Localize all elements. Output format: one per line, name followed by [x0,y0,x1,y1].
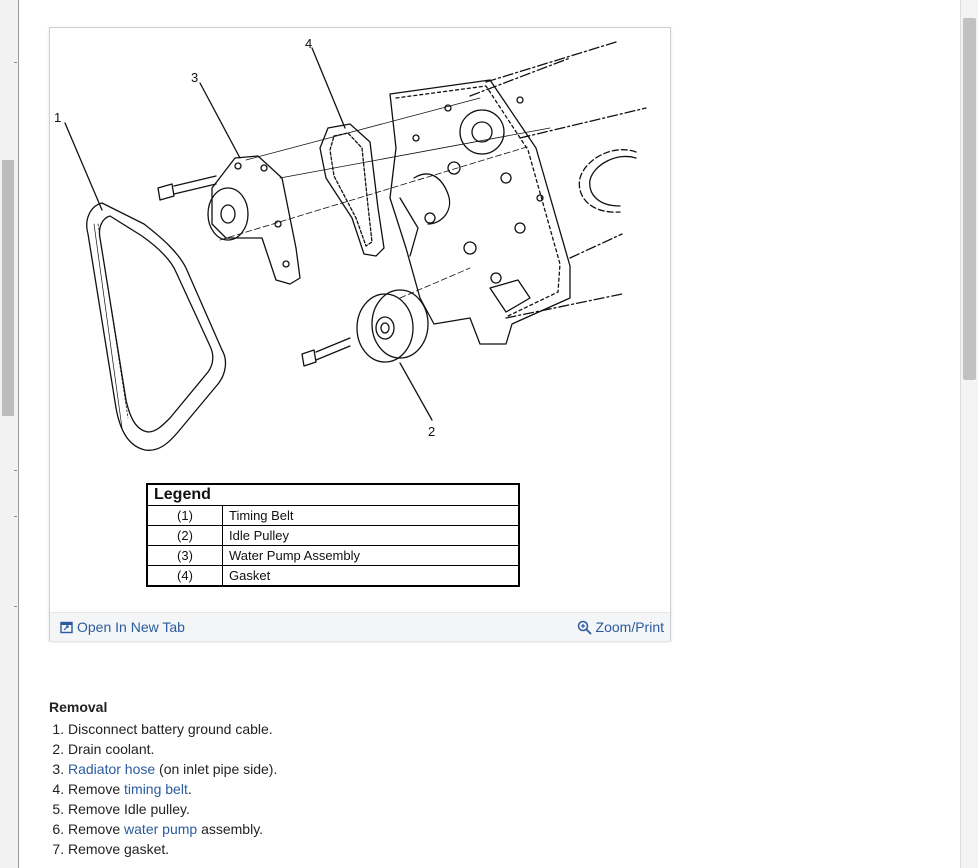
legend-row-number: (1) [146,505,223,526]
step-text: Remove [68,821,125,837]
legend-row-number: (3) [146,545,223,566]
removal-heading: Removal [49,699,108,715]
page-scrollbar[interactable] [960,0,978,868]
removal-step: Radiator hose (on inlet pipe side). [68,759,649,779]
step-text: assembly. [197,821,264,837]
legend-row-number: (2) [146,525,223,546]
legend-row: (1) Timing Belt [146,505,520,526]
legend-row: (4) Gasket [146,565,520,587]
legend-row-label: Gasket [222,565,520,587]
step-text: Remove [68,781,125,797]
legend-row-label: Timing Belt [222,505,520,526]
water-pump-link[interactable]: water pump [124,821,198,837]
legend-table: Legend (1) Timing Belt (2) Idle Pulley (… [146,483,520,587]
step-text: Remove Idle pulley. [68,801,190,817]
callout-label-3: 3 [191,70,198,85]
figure-toolbar: Open In New Tab Zoom/Print [50,612,670,641]
callout-label-2: 2 [428,424,435,439]
step-text: (on inlet pipe side). [155,761,278,777]
step-text: Disconnect battery ground cable. [68,721,273,737]
left-edge-tick [14,516,17,517]
legend-row: (3) Water Pump Assembly [146,545,520,566]
zoom-print-button[interactable]: Zoom/Print [577,613,664,641]
zoom-icon [577,620,591,634]
page-scrollbar-thumb[interactable] [963,18,976,380]
legend-row-label: Water Pump Assembly [222,545,520,566]
legend-row: (2) Idle Pulley [146,525,520,546]
left-panel-edge [0,0,19,868]
open-in-new-tab-button[interactable]: Open In New Tab [60,613,185,641]
step-text: . [187,781,192,797]
open-new-tab-icon [60,621,73,633]
legend-title: Legend [147,484,519,506]
legend-header-row: Legend [147,484,519,506]
timing-belt-diagram: 1 2 3 4 [54,36,647,451]
zoom-print-label: Zoom/Print [595,619,664,635]
left-edge-tick [14,62,17,63]
legend-row-label: Idle Pulley [222,525,520,546]
removal-step: Remove gasket. [68,839,649,859]
left-scroll-thumb[interactable] [2,160,14,416]
removal-step: Drain coolant. [68,739,649,759]
timing-belt-link[interactable]: timing belt [124,781,188,797]
step-text: Drain coolant. [68,741,155,757]
left-edge-tick [14,606,17,607]
left-edge-tick [14,470,17,471]
removal-step: Remove water pump assembly. [68,819,649,839]
figure-card: 1 2 3 4 Legend (1) Timing Belt (2) Idle … [49,27,671,641]
radiator-hose-link[interactable]: Radiator hose [68,761,156,777]
removal-step: Disconnect battery ground cable. [68,719,649,739]
callout-label-1: 1 [54,110,61,125]
removal-step: Remove Idle pulley. [68,799,649,819]
open-in-new-tab-label: Open In New Tab [77,619,185,635]
step-text: Remove gasket. [68,841,170,857]
removal-section: Removal Disconnect battery ground cable.… [49,698,649,859]
removal-step: Remove timing belt. [68,779,649,799]
removal-steps-list: Disconnect battery ground cable. Drain c… [49,719,649,859]
legend-row-number: (4) [146,565,223,587]
callout-label-4: 4 [305,36,312,51]
